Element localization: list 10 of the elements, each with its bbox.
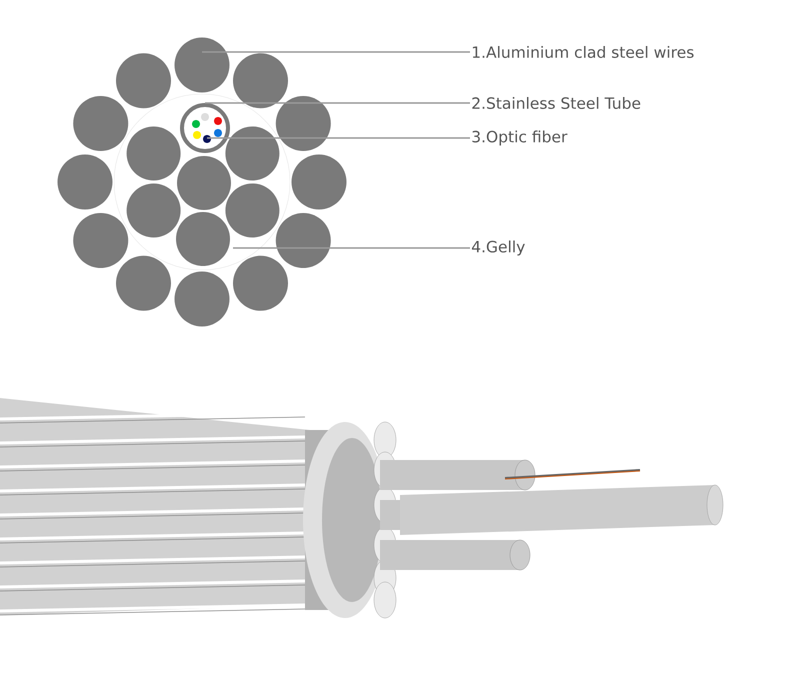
- label-text: 2.Stainless Steel Tube: [472, 97, 640, 109]
- leader-line: [233, 247, 470, 249]
- leader-line: [202, 51, 470, 53]
- tube-ring: [180, 103, 230, 153]
- label-text: 3.Optic fiber: [472, 130, 568, 146]
- label-text: 4.Gelly: [472, 240, 525, 256]
- label-text: 1.Aluminium clad steel wires: [472, 46, 694, 58]
- leader-line: [205, 102, 470, 104]
- wire-circle: [174, 38, 230, 92]
- fiber-dot: [203, 135, 211, 143]
